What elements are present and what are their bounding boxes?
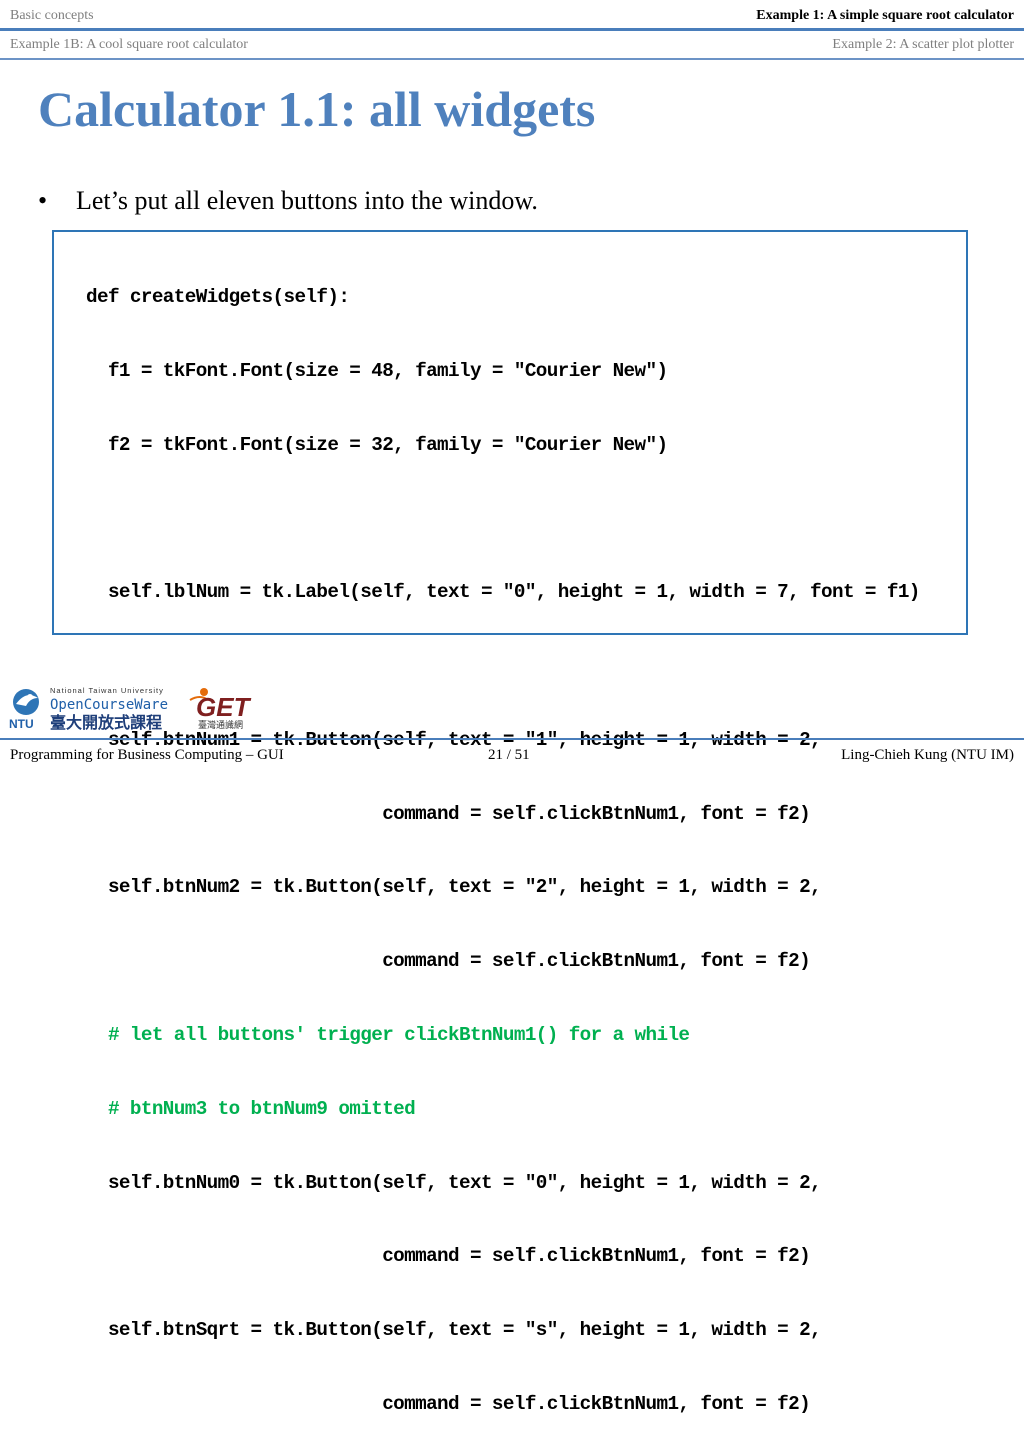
code-line: self.btnNum2 = tk.Button(self, text = "2… xyxy=(86,876,822,899)
nav-divider-1 xyxy=(0,28,1024,31)
footer: Programming for Business Computing – GUI… xyxy=(0,742,1024,768)
code-line: self.btnNum0 = tk.Button(self, text = "0… xyxy=(86,1171,822,1194)
nav-row-1: Basic concepts Example 1: A simple squar… xyxy=(0,2,1024,30)
nav-section-example-2[interactable]: Example 2: A scatter plot plotter xyxy=(832,37,1014,52)
code-line xyxy=(86,654,920,679)
footer-page-number: 21 / 51 xyxy=(488,747,530,763)
code-line: command = self.clickBtnNum1, font = f2) xyxy=(86,950,811,973)
nav-section-example-1b[interactable]: Example 1B: A cool square root calculato… xyxy=(10,37,248,52)
nav-row-2: Example 1B: A cool square root calculato… xyxy=(0,31,1024,59)
ntu-emblem-icon xyxy=(13,689,39,715)
code-line: command = self.clickBtnNum1, font = f2) xyxy=(86,802,811,825)
get-emblem-icon xyxy=(189,688,209,701)
footer-course-title: Programming for Business Computing – GUI xyxy=(10,747,284,763)
code-box xyxy=(52,230,968,635)
bullet-point: • Let’s put all eleven buttons into the w… xyxy=(38,186,538,216)
nav-divider-2 xyxy=(0,58,1024,60)
ntu-short-text: NTU xyxy=(9,717,34,731)
code-line: command = self.clickBtnNum1, font = f2) xyxy=(86,1392,811,1415)
code-block: def createWidgets(self): f1 = tkFont.Fon… xyxy=(86,236,920,1441)
get-chinese-text: 臺灣通識網 xyxy=(198,719,243,731)
code-comment-line: # btnNum3 to btnNum9 omitted xyxy=(86,1097,416,1120)
code-line: f2 = tkFont.Font(size = 32, family = "Co… xyxy=(86,433,668,456)
bullet-text: Let’s put all eleven buttons into the wi… xyxy=(76,186,538,215)
ntu-chinese-text: 臺大開放式課程 xyxy=(50,713,162,732)
code-line: self.btnSqrt = tk.Button(self, text = "s… xyxy=(86,1319,822,1342)
nav-section-basic-concepts[interactable]: Basic concepts xyxy=(10,8,94,23)
code-line: self.lblNum = tk.Label(self, text = "0",… xyxy=(86,581,920,604)
nav-section-example-1[interactable]: Example 1: A simple square root calculat… xyxy=(756,8,1014,23)
ntu-opencourseware-logo: NTU National Taiwan University OpenCours… xyxy=(9,686,168,732)
get-logo: GET 臺灣通識網 xyxy=(189,688,252,731)
bullet-mark: • xyxy=(38,186,48,215)
code-line: f1 = tkFont.Font(size = 48, family = "Co… xyxy=(86,359,668,382)
ntu-top-text: National Taiwan University xyxy=(50,686,164,695)
code-line: def createWidgets(self): xyxy=(86,286,350,309)
footer-divider xyxy=(0,738,1024,740)
slide-title: Calculator 1.1: all widgets xyxy=(38,81,596,137)
code-comment-line: # let all buttons' trigger clickBtnNum1(… xyxy=(86,1024,690,1046)
footer-author: Ling-Chieh Kung (NTU IM) xyxy=(841,747,1014,763)
code-line xyxy=(86,507,920,532)
get-text: GET xyxy=(196,692,252,722)
ntu-opencourseware-text: OpenCourseWare xyxy=(50,697,168,713)
code-line: command = self.clickBtnNum1, font = f2) xyxy=(86,1245,811,1268)
